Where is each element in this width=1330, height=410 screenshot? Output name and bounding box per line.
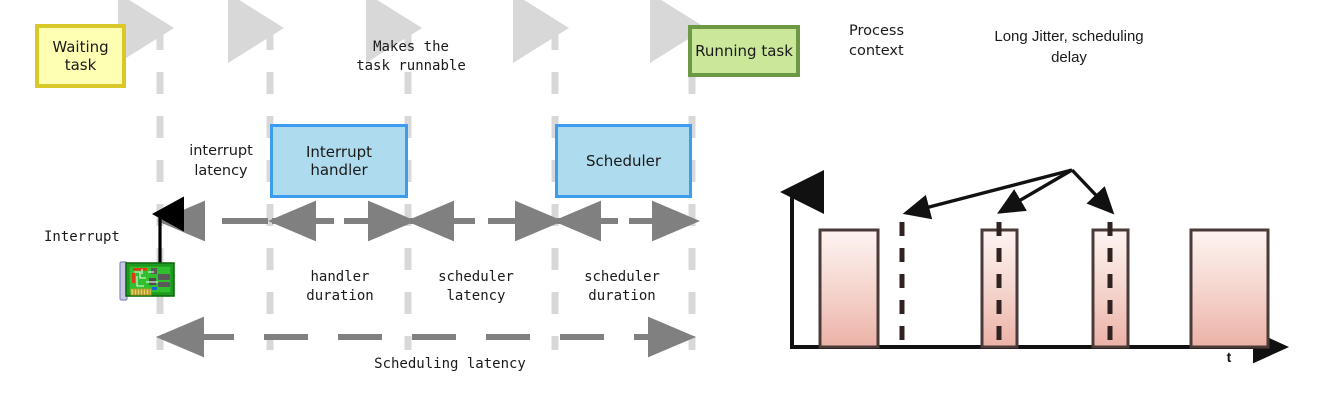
handler-duration-label: handler duration (275, 268, 405, 306)
process-context-label: Process context (849, 22, 969, 61)
scheduler-latency-line2: latency (446, 287, 506, 304)
running-task-label: Running task (695, 42, 793, 60)
scheduler-box[interactable]: Scheduler (555, 124, 692, 198)
x-axis-label: t (1226, 349, 1232, 365)
jitter-annotation-line1: Long Jitter, scheduling (994, 28, 1144, 45)
makes-runnable-line1: Makes the (373, 39, 449, 55)
annotation-arrow-right (1070, 168, 1115, 215)
scheduler-label: Scheduler (585, 152, 662, 170)
handler-duration-line2: duration (306, 287, 374, 304)
interrupt-handler-box[interactable]: Interrupt handler (270, 124, 408, 198)
scheduler-latency-label: scheduler latency (406, 268, 546, 306)
chart-bar (818, 228, 880, 349)
interrupt-latency-line1: interrupt (189, 143, 253, 159)
process-context-line1: Process (849, 23, 905, 39)
scheduler-duration-line2: duration (588, 287, 656, 304)
pci-card-icon (119, 261, 175, 301)
interrupt-label: Interrupt (44, 229, 120, 245)
interrupt-latency-line2: latency (194, 162, 248, 179)
process-context-line2: context (849, 42, 904, 59)
scheduler-duration-line1: scheduler (584, 269, 660, 285)
scheduling-latency-label: Scheduling latency (374, 356, 526, 372)
annotation-arrow-left (902, 168, 1073, 220)
annotation-arrow-middle (997, 168, 1073, 214)
running-task-box[interactable]: Running task (688, 25, 800, 77)
waiting-task-label-line2: task (64, 56, 97, 74)
makes-task-runnable-label: Makes the task runnable (341, 38, 481, 76)
jitter-chart (780, 168, 1289, 364)
handler-duration-line1: handler (310, 269, 370, 285)
waiting-task-box[interactable]: Waiting task (35, 24, 126, 88)
scheduler-latency-line1: scheduler (438, 269, 514, 285)
interrupt-handler-label-line2: handler (310, 161, 368, 179)
chart-bar (1189, 228, 1270, 349)
waiting-task-label-line1: Waiting (52, 38, 109, 56)
jitter-annotation-label: Long Jitter, scheduling delay (944, 26, 1194, 68)
interrupt-latency-label: interrupt latency (176, 142, 266, 181)
makes-runnable-line2: task runnable (356, 57, 466, 74)
jitter-annotation-line2: delay (1051, 49, 1087, 66)
scheduler-duration-label: scheduler duration (552, 268, 692, 306)
interrupt-handler-label-line1: Interrupt (305, 143, 373, 161)
